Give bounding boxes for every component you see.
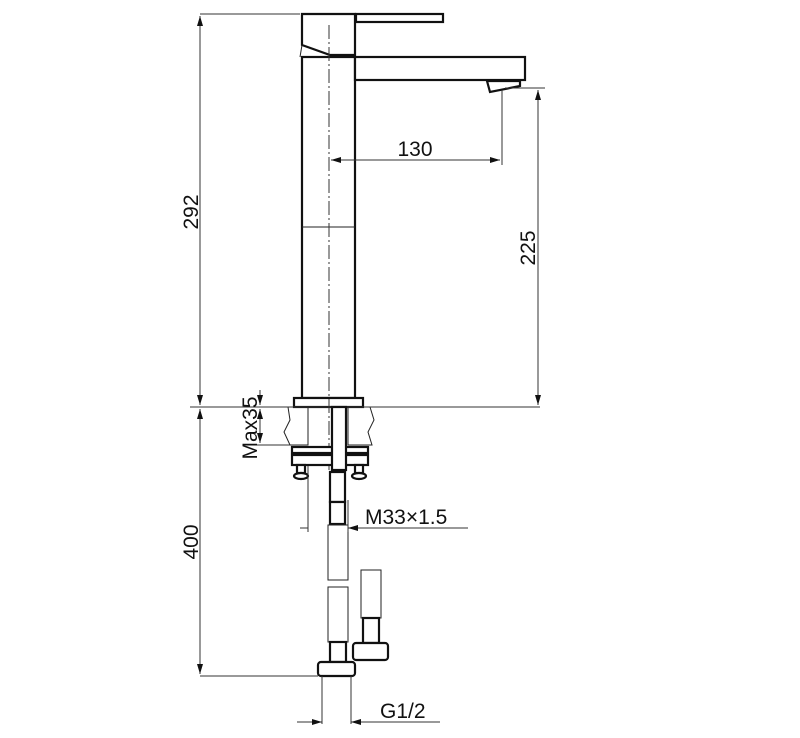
dimension-lines [197,13,545,725]
dim-g12: G1/2 [380,700,426,723]
dim-130: 130 [397,138,432,161]
dim-292: 292 [180,194,203,229]
faucet-body [292,12,527,470]
dim-m33: M33×1.5 [365,506,447,529]
supply-hoses [316,524,390,678]
mounting-hardware [290,405,370,526]
dim-max35: Max35 [239,396,262,459]
dim-225: 225 [517,230,540,265]
dim-400: 400 [180,524,203,559]
